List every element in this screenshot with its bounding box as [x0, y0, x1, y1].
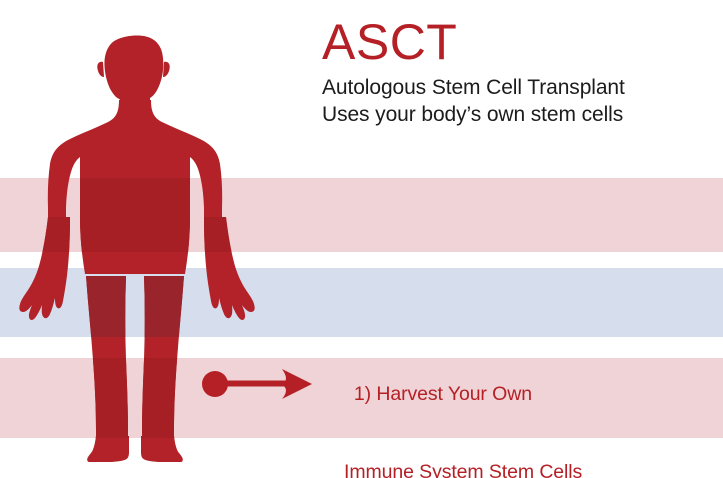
- step-1-line-1: 1) Harvest Your Own: [353, 383, 532, 405]
- connector-arrow-right-red: [200, 366, 312, 402]
- subtitle-line-1: Autologous Stem Cell Transplant: [322, 76, 625, 99]
- subtitle-line-2: Uses your body’s own stem cells: [322, 103, 624, 126]
- page-title: ASCT: [322, 14, 458, 70]
- arrow-head: [282, 369, 312, 399]
- title-block: ASCT Autologous Stem Cell Transplant Use…: [322, 14, 717, 128]
- step-1-line-2: Immune System Stem Cells: [344, 461, 583, 478]
- step-1-text: 1) Harvest Your Own Immune System Stem C…: [322, 355, 582, 478]
